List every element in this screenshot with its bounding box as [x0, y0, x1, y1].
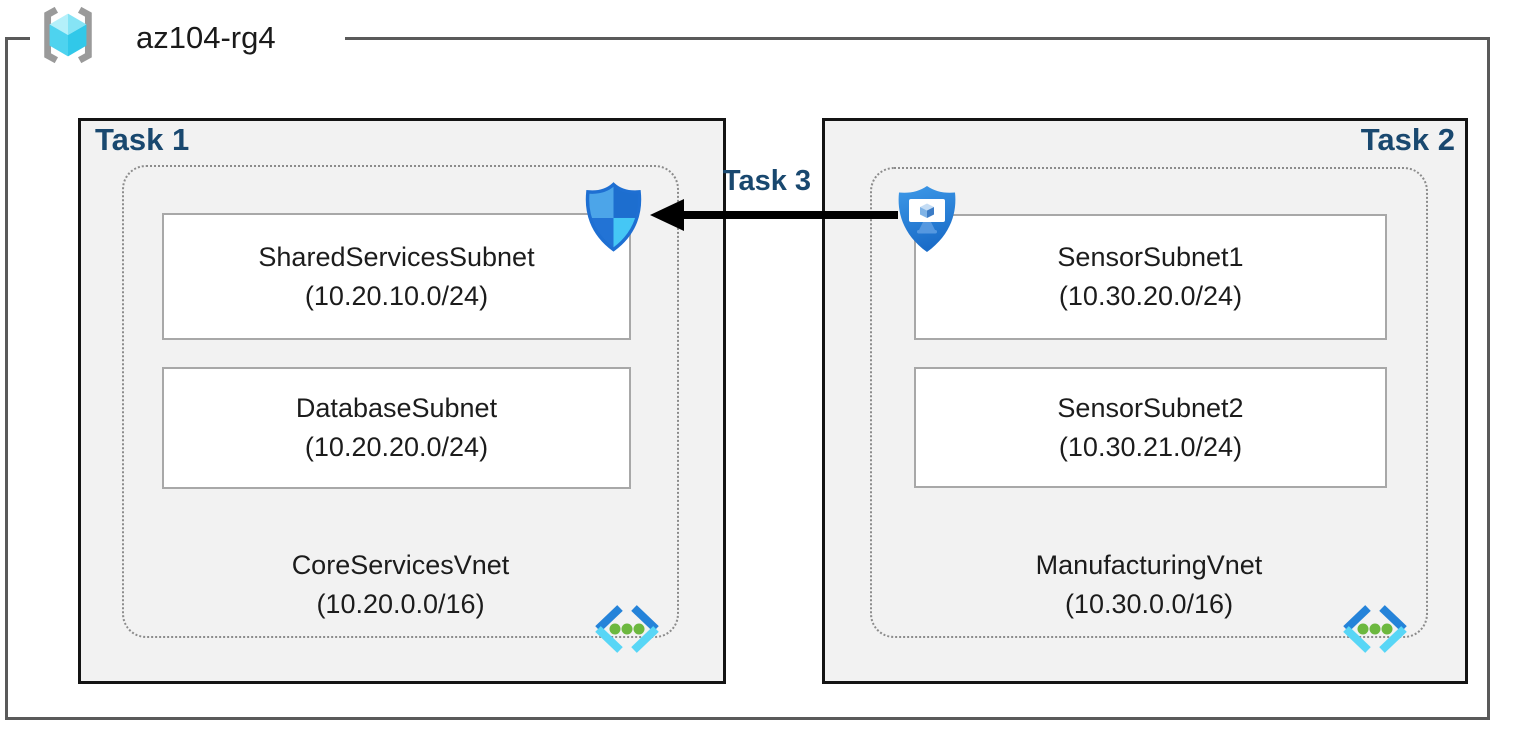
subnet-name: SharedServicesSubnet — [258, 241, 535, 272]
subnet-name: DatabaseSubnet — [295, 393, 498, 423]
core-services-vnet-label: CoreServicesVnet (10.20.0.0/16) — [122, 546, 679, 624]
subnet-cidr: (10.20.20.0/24) — [304, 432, 489, 462]
network-security-shield-icon-svg — [585, 182, 642, 252]
bastion-shield-icon — [896, 184, 958, 254]
virtual-network-icon-svg — [595, 605, 659, 653]
manufacturing-vnet-boundary — [870, 167, 1428, 638]
resource-group-name: az104-rg4 — [136, 20, 276, 55]
vnet-name: CoreServicesVnet — [291, 550, 510, 580]
shared-services-subnet-box: SharedServicesSubnet (10.20.10.0/24) — [162, 213, 631, 340]
subnet-cidr: (10.30.21.0/24) — [1058, 431, 1243, 462]
database-subnet-box: DatabaseSubnet (10.20.20.0/24) — [162, 367, 631, 489]
subnet-cidr: (10.30.20.0/24) — [1058, 281, 1243, 311]
vnet-name: ManufacturingVnet — [1035, 550, 1263, 580]
resource-group-border — [5, 37, 1490, 720]
task1-label: Task 1 — [95, 122, 190, 157]
resource-group-icon-svg — [44, 6, 92, 64]
resource-group-icon — [36, 3, 100, 67]
vnet-cidr: (10.20.0.0/16) — [316, 589, 485, 619]
sensor-subnet2-box: SensorSubnet2 (10.30.21.0/24) — [914, 367, 1387, 488]
resource-group-border-gap — [30, 30, 345, 47]
virtual-network-icon — [1338, 603, 1412, 655]
subnet-name: SensorSubnet1 — [1057, 242, 1244, 272]
subnet-name: SensorSubnet2 — [1057, 392, 1244, 423]
virtual-network-icon — [590, 603, 664, 655]
manufacturing-vnet-label: ManufacturingVnet (10.30.0.0/16) — [870, 546, 1428, 624]
vnet-cidr: (10.30.0.0/16) — [1064, 589, 1234, 619]
virtual-network-icon-svg — [1343, 605, 1407, 653]
subnet-cidr: (10.20.10.0/24) — [304, 280, 489, 311]
network-security-shield-icon — [582, 181, 645, 253]
task2-label: Task 2 — [1360, 122, 1455, 157]
bastion-shield-icon-svg — [898, 186, 956, 252]
task3-label: Task 3 — [722, 165, 812, 197]
task3-arrow — [645, 194, 900, 236]
sensor-subnet1-box: SensorSubnet1 (10.30.20.0/24) — [914, 214, 1387, 340]
arrow-left-icon — [650, 199, 898, 231]
core-services-vnet-boundary — [122, 165, 679, 638]
